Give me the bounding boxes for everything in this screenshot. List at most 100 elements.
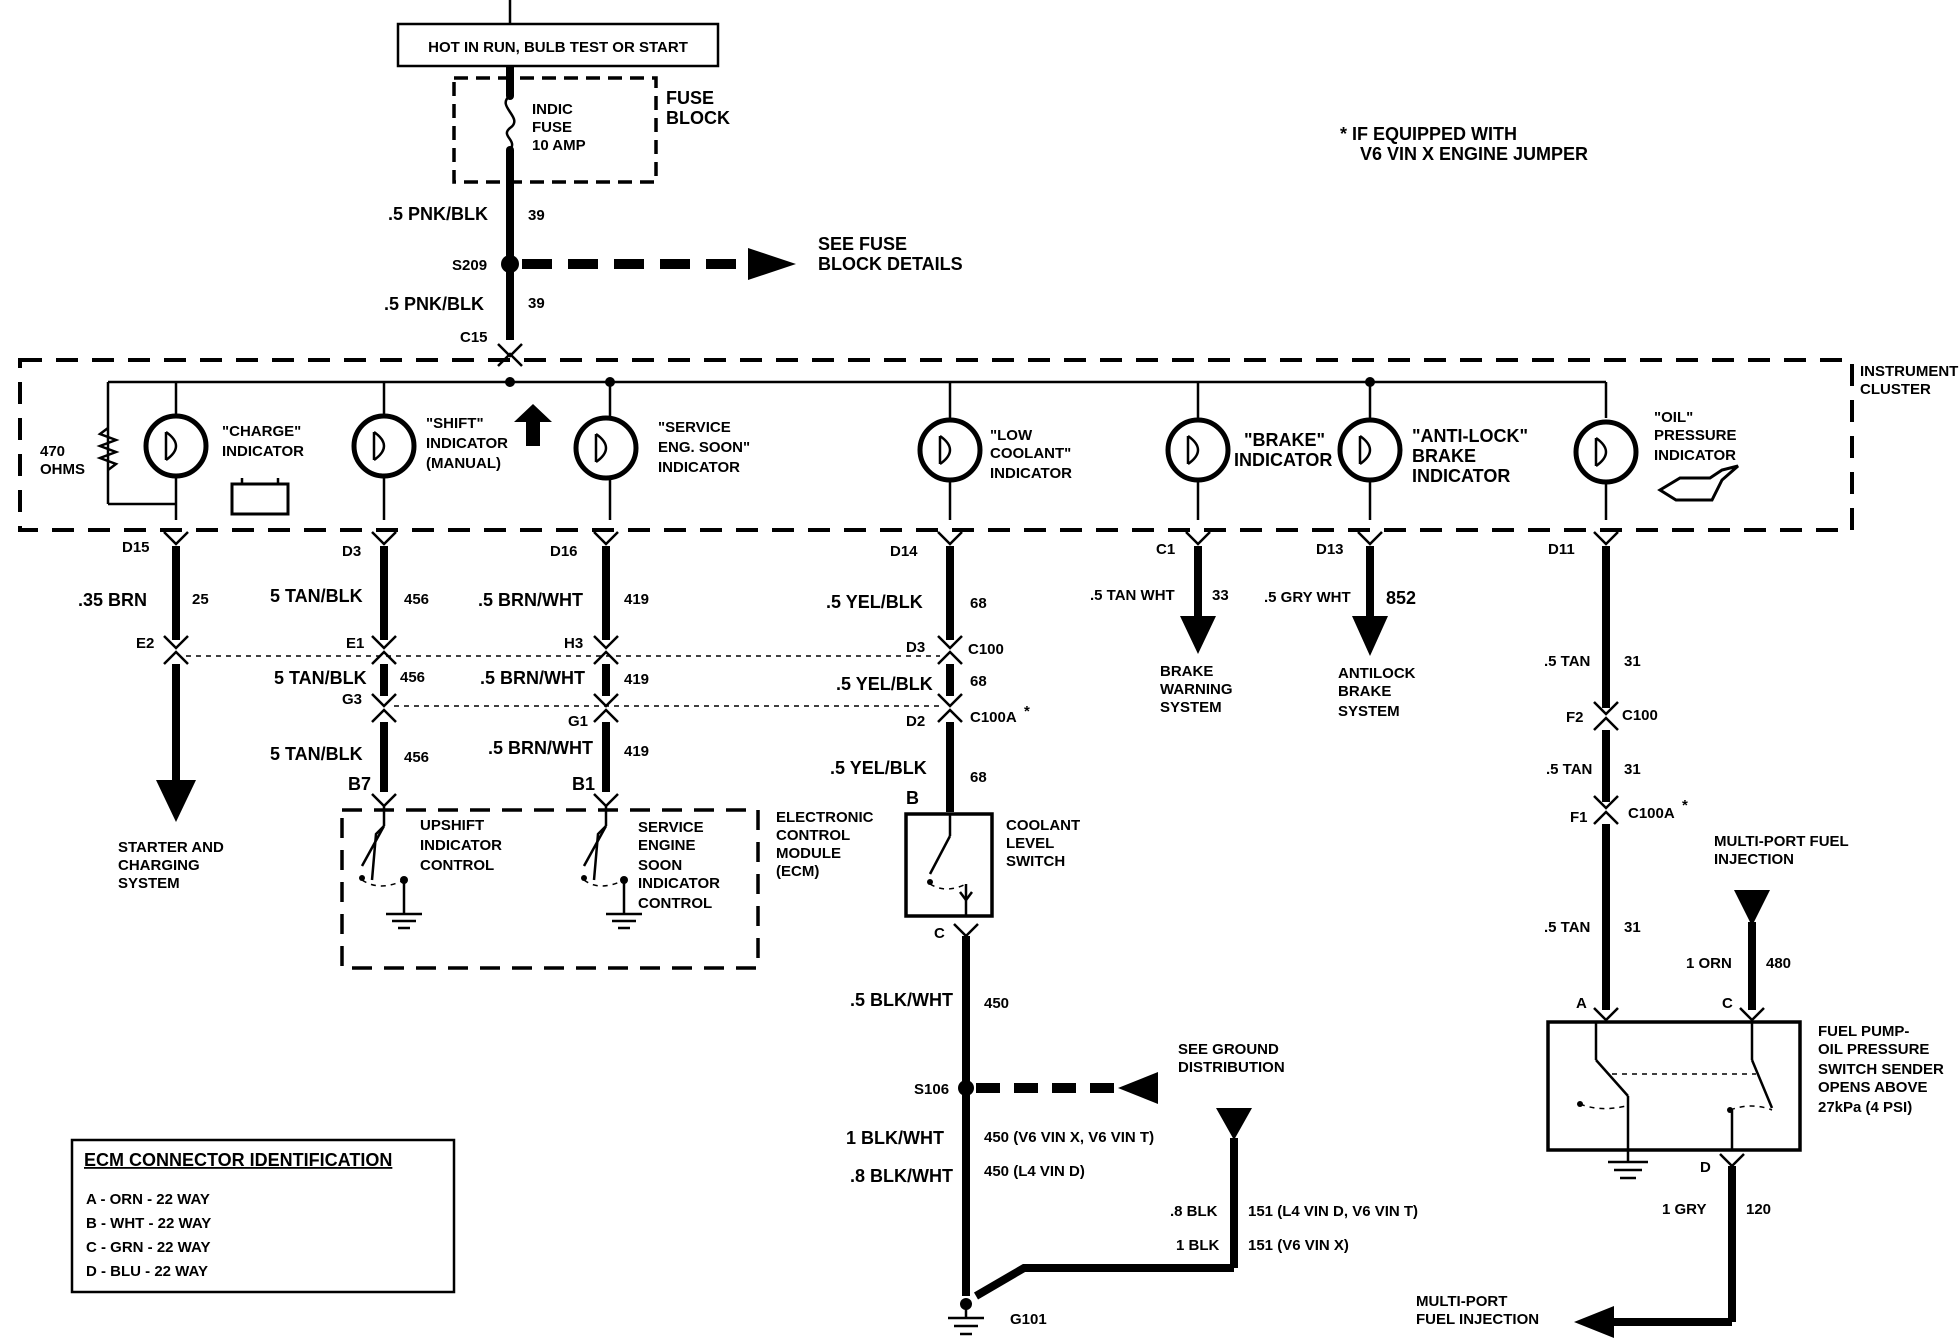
shift-label-2: INDICATOR <box>426 435 508 452</box>
fuse-block: INDIC FUSE 10 AMP FUSE BLOCK <box>452 66 730 184</box>
charge-label-2: INDICATOR <box>222 443 304 460</box>
coolant-wire-3: .5 YEL/BLK <box>830 758 927 778</box>
switch-icon <box>1750 1059 1774 1109</box>
shift-wire-2: 5 TAN/BLK <box>274 668 367 688</box>
ecm-label-2: CONTROL <box>776 827 850 844</box>
svc-ctrl-label-1: SERVICE <box>638 819 704 836</box>
splice-s209: S209 <box>452 257 487 274</box>
oil-circuit-gry: 120 <box>1746 1201 1771 1218</box>
oil-conn-2: C100 <box>1622 707 1658 724</box>
charge-dest-2: CHARGING <box>118 857 200 874</box>
oil-pin-3: F1 <box>1570 809 1588 826</box>
brake-circuit: C1 .5 TAN WHT 33 BRAKE WARNING SYSTEM <box>1090 531 1233 716</box>
coolant-pin-1: D14 <box>890 543 918 560</box>
switch-icon <box>582 825 608 867</box>
splice-s209-dot <box>501 255 519 273</box>
arrow-left-icon <box>1118 1072 1158 1104</box>
antilock-dest-1: ANTILOCK <box>1338 665 1416 682</box>
coolant-pin-3: D2 <box>906 713 925 730</box>
brake-dest-3: SYSTEM <box>1160 699 1222 716</box>
brake-indicator: "BRAKE" INDICATOR <box>1165 382 1332 520</box>
service-indicator: "SERVICE ENG. SOON" INDICATOR <box>573 382 750 520</box>
oil-conn-3: C100A <box>1628 805 1675 822</box>
coolant-circuit-6a: 151 (L4 VIN D, V6 VIN T) <box>1248 1203 1418 1220</box>
ecm-label-4: (ECM) <box>776 863 819 880</box>
coolant-wire-6b: 1 BLK <box>1176 1237 1220 1254</box>
instrument-cluster: INSTRUMENT CLUSTER <box>18 358 1958 532</box>
oil-label-3: INDICATOR <box>1654 447 1736 464</box>
antilock-dest-3: SYSTEM <box>1338 703 1400 720</box>
coolant-pin-2: D3 <box>906 639 925 656</box>
arrow-down-icon <box>1180 616 1216 654</box>
note-line-2: V6 VIN X ENGINE JUMPER <box>1360 144 1588 164</box>
coolant-wire-6a: .8 BLK <box>1170 1203 1218 1220</box>
coolant-circuit-3: 68 <box>970 769 987 786</box>
service-wire-3: .5 BRN/WHT <box>488 738 593 758</box>
coolant-conn-3: C100A <box>970 709 1017 726</box>
service-pin-4: B1 <box>572 774 595 794</box>
antilock-circuit-no: 852 <box>1386 588 1416 608</box>
service-pin-2: H3 <box>564 635 583 652</box>
service-label-3: INDICATOR <box>658 459 740 476</box>
sender-label-3: SWITCH SENDER <box>1818 1061 1944 1078</box>
coolant-wire-2: .5 YEL/BLK <box>836 674 933 694</box>
oil-pin-a: A <box>1576 995 1587 1012</box>
resistor-icon <box>96 427 120 471</box>
sender-label-5: 27kPa (4 PSI) <box>1818 1099 1912 1116</box>
service-wire-1: .5 BRN/WHT <box>478 590 583 610</box>
antilock-circuit: D13 .5 GRY WHT 852 ANTILOCK BRAKE SYSTEM <box>1264 531 1416 720</box>
fuse-label-3: 10 AMP <box>532 137 586 154</box>
power-label: HOT IN RUN, BULB TEST OR START <box>428 39 688 56</box>
oil-wire-1: .5 TAN <box>1544 653 1590 670</box>
shift-wire-1: 5 TAN/BLK <box>270 586 363 606</box>
see-ground-1: SEE GROUND <box>1178 1041 1279 1058</box>
mpfi-bottom-2: FUEL INJECTION <box>1416 1311 1539 1328</box>
oil-wire-orn: 1 ORN <box>1686 955 1732 972</box>
svc-ctrl-label-5: CONTROL <box>638 895 712 912</box>
ecm-label-3: MODULE <box>776 845 841 862</box>
resistor-label-2: OHMS <box>40 461 85 478</box>
coolant-circuit-6b: 151 (V6 VIN X) <box>1248 1237 1349 1254</box>
oil-circuit-orn: 480 <box>1766 955 1791 972</box>
brake-wire: .5 TAN WHT <box>1090 587 1175 604</box>
service-pin-1: D16 <box>550 543 578 560</box>
service-circuit-1: 419 <box>624 591 649 608</box>
sender-label-4: OPENS ABOVE <box>1818 1079 1927 1096</box>
svc-ctrl-label-4: INDICATOR <box>638 875 720 892</box>
mpfi-bottom-1: MULTI-PORT <box>1416 1293 1507 1310</box>
charge-dest-3: SYSTEM <box>118 875 180 892</box>
fuse-label-1: INDIC <box>532 101 573 118</box>
coolant-wire-4: .5 BLK/WHT <box>850 990 953 1010</box>
coolant-pin-b: B <box>906 788 919 808</box>
arrow-up-icon <box>514 404 552 446</box>
antilock-label-1: "ANTI-LOCK" <box>1412 426 1528 446</box>
oil-can-icon <box>1657 464 1739 502</box>
mpfi-top-2: INJECTION <box>1714 851 1794 868</box>
splice-s106-dot <box>958 1080 974 1096</box>
upshift-label-2: INDICATOR <box>420 837 502 854</box>
ecm-id-title: ECM CONNECTOR IDENTIFICATION <box>84 1150 392 1170</box>
ecm-id-row-b: B - WHT - 22 WAY <box>86 1215 211 1232</box>
coolant-switch-label-1: COOLANT <box>1006 817 1080 834</box>
antilock-label-2: BRAKE <box>1412 446 1476 466</box>
wire-top-1: .5 PNK/BLK <box>388 204 488 224</box>
coolant-circuit-2: 68 <box>970 673 987 690</box>
switch-icon <box>360 825 386 867</box>
oil-pin-c: C <box>1722 995 1733 1012</box>
battery-icon <box>230 482 290 516</box>
oil-circuit-3: 31 <box>1624 919 1641 936</box>
charge-dest-1: STARTER AND <box>118 839 224 856</box>
ecm-id-row-d: D - BLU - 22 WAY <box>86 1263 208 1280</box>
coolant-circuit-5b: 450 (L4 VIN D) <box>984 1163 1085 1180</box>
oil-pin-1: D11 <box>1548 541 1575 558</box>
see-fuse-block-2: BLOCK DETAILS <box>818 254 963 274</box>
see-fuse-block-1: SEE FUSE <box>818 234 907 254</box>
shift-circuit-1: 456 <box>404 591 429 608</box>
fuse-label-2: FUSE <box>532 119 572 136</box>
coolant-circuit-5a: 450 (V6 VIN X, V6 VIN T) <box>984 1129 1154 1146</box>
circuit-top-1: 39 <box>528 207 545 224</box>
ground-g101: G101 <box>1010 1311 1047 1328</box>
service-circuit: D16 .5 BRN/WHT 419 H3 .5 BRN/WHT 419 G1 … <box>478 531 649 808</box>
oil-circuit-2: 31 <box>1624 761 1641 778</box>
